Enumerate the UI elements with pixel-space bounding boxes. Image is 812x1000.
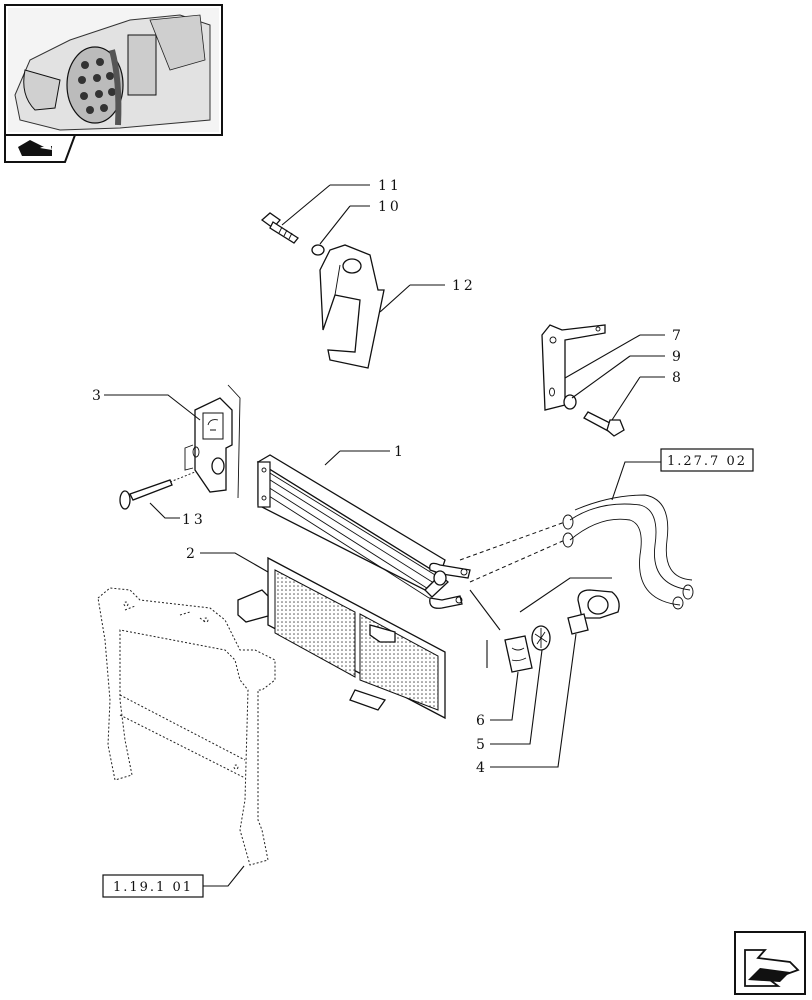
washer-5 [531,625,551,651]
callout-3: 3 [92,388,104,404]
oil-cooler-1 [256,454,471,609]
bracket-12 [319,244,385,369]
callout-13: 13 [182,512,206,528]
hoses-reference-label: 1.27.7 02 [667,454,747,469]
clip-6 [504,635,533,673]
callout-11: 11 [378,178,402,194]
callout-labels: 11 10 12 1 3 13 2 7 9 8 6 5 4 [92,178,684,776]
group-bracket-1-to-456 [469,589,501,631]
callout-10: 10 [378,199,402,215]
leaders [104,184,665,768]
rivet-13 [119,471,196,510]
hose-connection-lower [469,539,566,583]
callout-4: 4 [476,760,488,776]
frame-reference-leader [203,865,245,887]
washer-9 [563,394,577,410]
screen-2 [237,556,446,720]
callout-12: 12 [452,278,476,294]
bolt-11 [260,212,299,244]
callout-5: 5 [476,737,488,753]
hoses [562,461,694,610]
frame-reference-box[interactable]: 1.19.1 01 [102,874,204,898]
callout-8: 8 [672,370,684,386]
callout-2: 2 [186,546,198,562]
fastener-4 [567,589,620,635]
bracket-7 [541,324,606,411]
next-page-arrow-icon[interactable] [734,931,806,995]
bolt-8 [583,411,625,437]
group-bracket-456 [486,577,612,668]
frame [97,587,276,866]
callout-1: 1 [394,444,406,460]
frame-reference-label: 1.19.1 01 [113,880,193,895]
callout-6: 6 [476,713,488,729]
tractor-icon[interactable] [4,134,77,163]
callout-7: 7 [672,328,684,344]
bracket-3 [184,384,241,499]
engine-thumbnail-icon[interactable] [4,4,223,136]
washer-10 [311,244,325,256]
hose-connection-upper [459,521,566,561]
hoses-reference-box[interactable]: 1.27.7 02 [660,448,754,472]
callout-9: 9 [672,349,684,365]
